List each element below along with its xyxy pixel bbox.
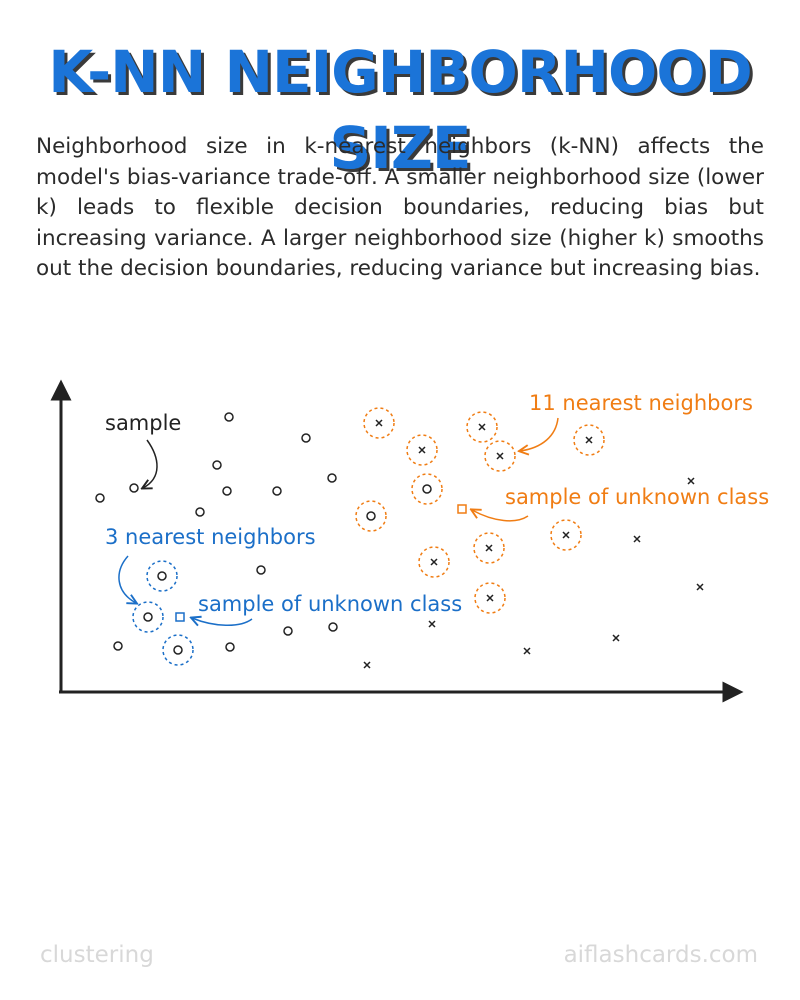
sample-cross (633, 535, 641, 543)
sample-cross (562, 531, 570, 539)
description-paragraph: Neighborhood size in k-nearest neighbors… (36, 134, 764, 281)
sample-circle (143, 612, 153, 622)
sample-circle (328, 622, 338, 632)
unknown-blue-arrow (192, 618, 253, 625)
sample-cross (523, 647, 531, 655)
footer-topic: clustering (40, 942, 154, 968)
blue-ring (146, 560, 178, 592)
sample-circle (225, 642, 235, 652)
sample-circle (195, 507, 205, 517)
sample-cross (585, 436, 593, 444)
sample-circle (256, 565, 266, 575)
sample-cross (418, 446, 426, 454)
footer-site: aiflashcards.com (563, 942, 758, 968)
unknown-sample-orange (457, 504, 467, 514)
orange-ring (484, 440, 516, 472)
orange-neighbor-rings (355, 407, 605, 614)
sample-circle (366, 511, 376, 521)
blue-neighbor-rings (132, 560, 194, 666)
sample-circle (283, 626, 293, 636)
sample-cross (486, 594, 494, 602)
sample-circle (212, 460, 222, 470)
sample-circle (95, 493, 105, 503)
sample-circle (157, 571, 167, 581)
sample-cross (430, 558, 438, 566)
sample-cross (496, 452, 504, 460)
orange-ring (573, 424, 605, 456)
orange-ring (363, 407, 395, 439)
sample-circle (173, 645, 183, 655)
sample-circle (224, 412, 234, 422)
blue-ring (162, 634, 194, 666)
sample-cross (478, 423, 486, 431)
sample-cross (696, 583, 704, 591)
sample-circle (129, 483, 139, 493)
orange-ring (466, 411, 498, 443)
three-nn-arrow (118, 555, 136, 603)
sample-circle (327, 473, 337, 483)
orange-ring (418, 546, 450, 578)
blue-ring (132, 601, 164, 633)
sample-cross (485, 544, 493, 552)
sample-circle (422, 484, 432, 494)
unknown-sample-blue (175, 612, 185, 622)
sample-cross (428, 620, 436, 628)
sample-cross (612, 634, 620, 642)
page-title: K-NN NEIGHBORHOOD SIZE (48, 38, 753, 182)
orange-ring (550, 519, 582, 551)
sample-circle (113, 641, 123, 651)
label-three-nearest-neighbors: 3 nearest neighbors (105, 525, 316, 549)
sample-cross (363, 661, 371, 669)
sample-cross (375, 419, 383, 427)
unknown-orange-arrow (472, 510, 529, 522)
orange-ring (355, 500, 387, 532)
sample-circle (272, 486, 282, 496)
sample-arrow (143, 439, 158, 488)
eleven-nn-arrow (520, 417, 559, 451)
sample-circle (301, 433, 311, 443)
label-eleven-nearest-neighbors: 11 nearest neighbors (529, 391, 753, 415)
sample-cross (687, 477, 695, 485)
orange-ring (411, 473, 443, 505)
circle-class-samples (95, 412, 432, 655)
label-unknown-class-orange: sample of unknown class (505, 485, 769, 509)
orange-ring (473, 532, 505, 564)
orange-ring (474, 582, 506, 614)
cross-class-samples (363, 419, 704, 669)
label-sample: sample (105, 411, 181, 435)
orange-ring (406, 434, 438, 466)
sample-circle (222, 486, 232, 496)
label-unknown-class-blue: sample of unknown class (198, 592, 462, 616)
